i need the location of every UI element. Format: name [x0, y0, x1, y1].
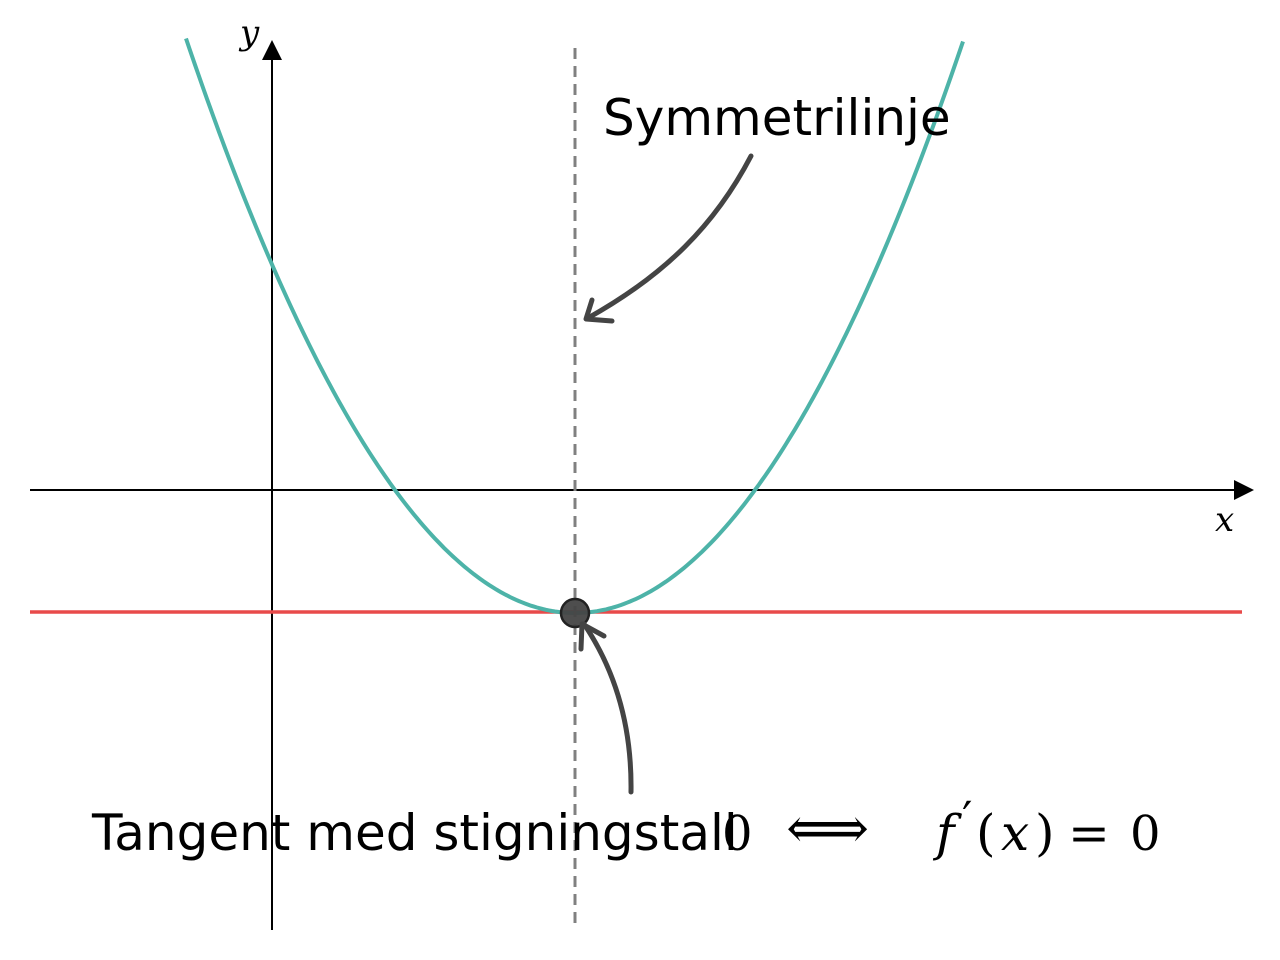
symmetry-line-label: Symmetrilinje — [603, 89, 951, 147]
derivative-open-paren: ( — [976, 804, 996, 862]
tangent-statement: Tangent med stigningstall — [91, 804, 738, 862]
x-axis-arrowhead — [1234, 480, 1254, 500]
iff-symbol: ⟺ — [786, 794, 869, 862]
tangent-label-arrowhead — [578, 621, 607, 652]
symmetry-label-arrow — [585, 153, 754, 321]
x-axis-label: x — [1215, 500, 1234, 540]
derivative-x: x — [1001, 804, 1029, 862]
derivative-f: f — [932, 804, 962, 862]
vertex-point — [559, 597, 591, 629]
derivative-close-paren: ) — [1035, 804, 1055, 862]
y-axis-label: y — [238, 13, 260, 53]
derivative-zero: 0 — [1130, 806, 1161, 862]
y-axis-arrowhead — [262, 40, 282, 60]
derivative-equals: = — [1068, 804, 1110, 862]
symmetry-label-arrowhead — [583, 297, 615, 324]
tangent-label-arrow — [581, 621, 634, 795]
derivative-prime: ′ — [962, 791, 972, 845]
tangent-slope-value: 0 — [722, 806, 753, 862]
